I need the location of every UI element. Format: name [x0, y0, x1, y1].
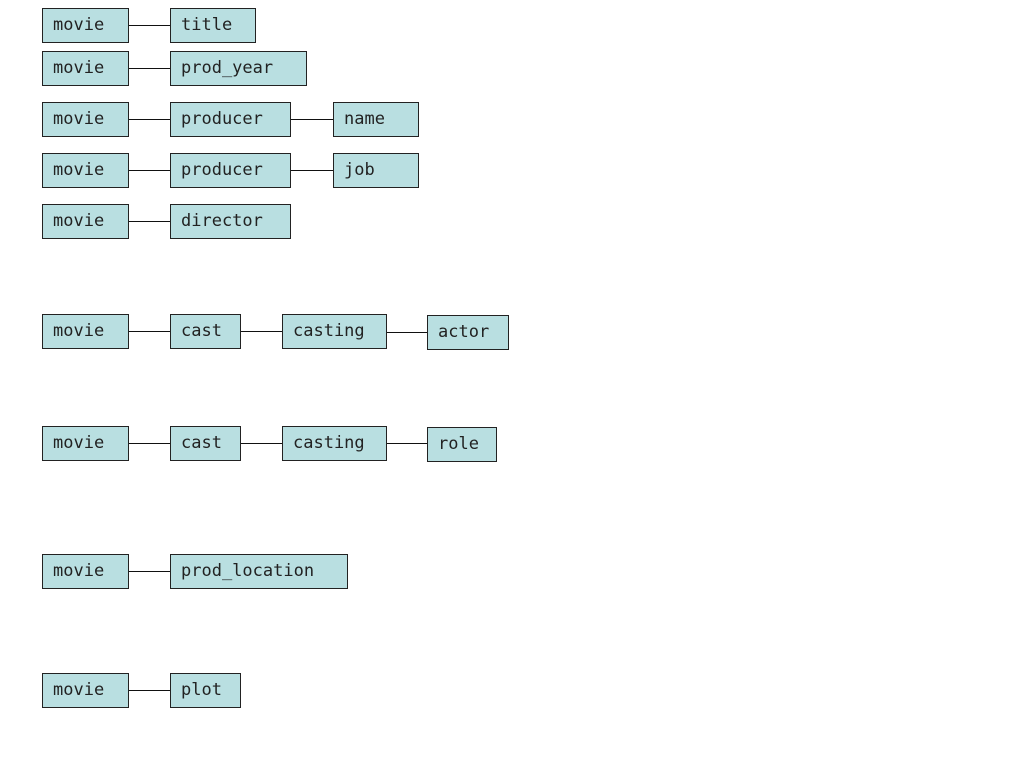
edge: [129, 443, 170, 444]
node-name: name: [333, 102, 419, 137]
node-movie: movie: [42, 102, 129, 137]
node-job: job: [333, 153, 419, 188]
node-producer: producer: [170, 102, 291, 137]
node-casting: casting: [282, 314, 387, 349]
node-prod-location: prod_location: [170, 554, 348, 589]
node-movie: movie: [42, 314, 129, 349]
node-movie: movie: [42, 51, 129, 86]
edge: [291, 119, 333, 120]
edge: [129, 690, 170, 691]
node-movie: movie: [42, 673, 129, 708]
edge: [387, 443, 427, 444]
edge: [129, 68, 170, 69]
node-cast: cast: [170, 426, 241, 461]
node-casting: casting: [282, 426, 387, 461]
edge: [129, 571, 170, 572]
edge: [129, 25, 170, 26]
node-movie: movie: [42, 554, 129, 589]
edge: [241, 331, 282, 332]
node-plot: plot: [170, 673, 241, 708]
edge: [129, 331, 170, 332]
node-actor: actor: [427, 315, 509, 350]
edge: [129, 221, 170, 222]
edge: [129, 119, 170, 120]
edge: [241, 443, 282, 444]
node-movie: movie: [42, 153, 129, 188]
node-title: title: [170, 8, 256, 43]
node-prod-year: prod_year: [170, 51, 307, 86]
node-movie: movie: [42, 8, 129, 43]
edge: [387, 332, 427, 333]
node-role: role: [427, 427, 497, 462]
edge: [129, 170, 170, 171]
node-movie: movie: [42, 204, 129, 239]
edge: [291, 170, 333, 171]
node-director: director: [170, 204, 291, 239]
node-cast: cast: [170, 314, 241, 349]
node-movie: movie: [42, 426, 129, 461]
node-producer: producer: [170, 153, 291, 188]
